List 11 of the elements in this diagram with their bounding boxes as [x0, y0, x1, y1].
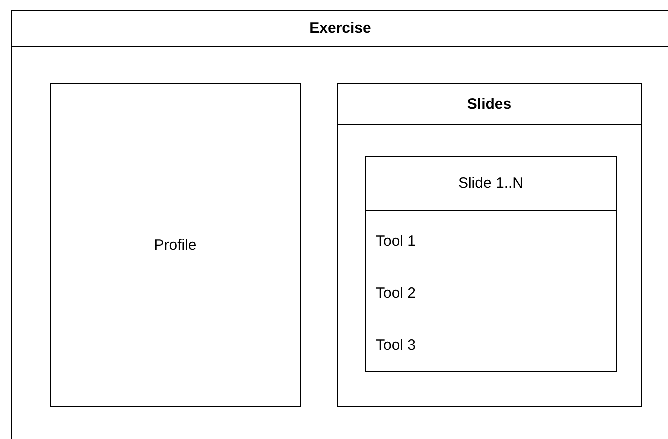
container-box — [337, 83, 642, 407]
component-box — [50, 83, 301, 407]
container-title: Slides — [467, 96, 512, 112]
container-title: Exercise — [310, 20, 372, 37]
container-box — [11, 10, 668, 439]
list-item: Tool 1 — [376, 232, 416, 250]
list-item: Tool 2 — [376, 284, 416, 302]
container-title: Slide 1..N — [458, 175, 524, 192]
list-item: Tool 3 — [376, 336, 416, 354]
box-label: Profile — [154, 236, 197, 254]
container-box — [365, 156, 617, 372]
